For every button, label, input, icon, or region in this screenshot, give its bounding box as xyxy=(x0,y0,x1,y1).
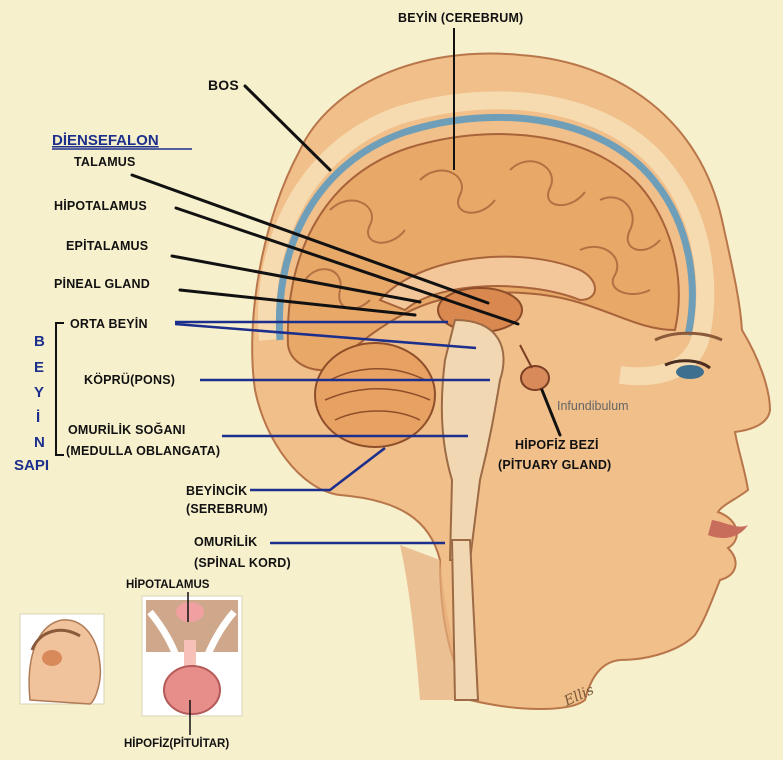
word-sapi: SAPI xyxy=(14,457,49,474)
label-omurilik: OMURİLİK xyxy=(194,534,257,549)
label-beyincik: BEYİNCİK xyxy=(186,483,247,498)
inset-head-thumbnail xyxy=(20,614,104,704)
label-hipotalamus: HİPOTALAMUS xyxy=(54,198,147,213)
label-beyin-cerebrum: BEYİN (CEREBRUM) xyxy=(398,10,523,25)
label-pineal-gland: PİNEAL GLAND xyxy=(54,276,150,291)
letter-i: İ xyxy=(36,409,40,426)
label-bos: BOS xyxy=(208,77,239,93)
inset-pituitary xyxy=(142,596,242,716)
label-orta-beyin: ORTA BEYİN xyxy=(70,316,148,331)
label-epitalamus: EPİTALAMUS xyxy=(66,238,148,253)
label-inset-hipofiz: HİPOFİZ(PİTUİTAR) xyxy=(124,737,229,750)
label-medulla: (MEDULLA OBLANGATA) xyxy=(66,444,220,458)
eye xyxy=(676,365,704,379)
letter-e: E xyxy=(34,359,44,376)
label-omurilik-sogani: OMURİLİK SOĞANI xyxy=(68,422,186,437)
label-inset-hipotalamus: HİPOTALAMUS xyxy=(126,578,210,591)
pituitary-gland xyxy=(521,366,549,390)
label-talamus: TALAMUS xyxy=(74,155,136,169)
label-serebrum: (SEREBRUM) xyxy=(186,502,268,516)
label-hipofiz-bezi: HİPOFİZ BEZİ xyxy=(515,437,599,452)
letter-n: N xyxy=(34,434,45,451)
letter-y: Y xyxy=(34,384,44,401)
letter-b: B xyxy=(34,333,45,350)
label-diensefalon: DİENSEFALON xyxy=(52,132,159,149)
label-pituary-gland: (PİTUARY GLAND) xyxy=(498,457,611,472)
label-kopru: KÖPRÜ(PONS) xyxy=(84,372,175,387)
label-infundibulum: Infundibulum xyxy=(557,399,629,413)
label-spinal-kord: (SPİNAL KORD) xyxy=(194,555,291,570)
